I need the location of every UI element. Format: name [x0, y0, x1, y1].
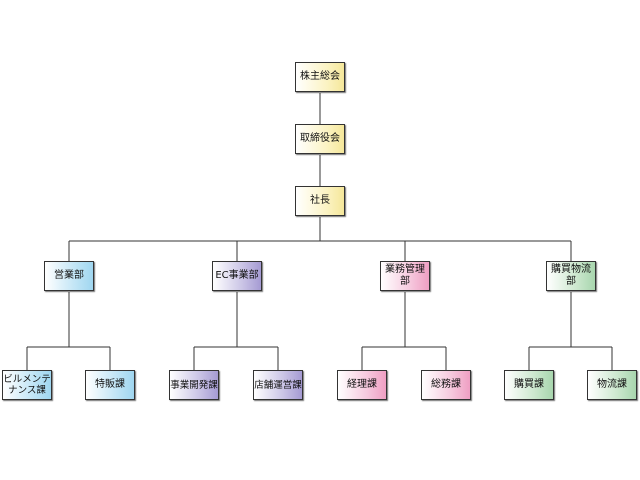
node-general-affairs-section: 総務課 [421, 370, 471, 400]
node-accounting-section: 経理課 [337, 370, 387, 400]
node-business-development-section: 事業開発課 [169, 370, 219, 400]
node-purchasing-logistics-department: 購買物流部 [546, 261, 596, 291]
node-president: 社長 [295, 186, 345, 216]
node-store-operations-section: 店舗運営課 [253, 370, 303, 400]
node-purchasing-section: 購買課 [504, 370, 554, 400]
node-building-maintenance-section: ビルメンテ ナンス課 [2, 370, 52, 400]
node-board-of-directors: 取締役会 [295, 124, 345, 154]
node-sales-department: 営業部 [44, 261, 94, 291]
node-logistics-section: 物流課 [587, 370, 637, 400]
node-shareholders-meeting: 株主総会 [295, 62, 345, 92]
node-ec-department: EC事業部 [212, 261, 262, 291]
node-special-sales-section: 特販課 [85, 370, 135, 400]
node-operations-department: 業務管理部 [380, 261, 430, 291]
